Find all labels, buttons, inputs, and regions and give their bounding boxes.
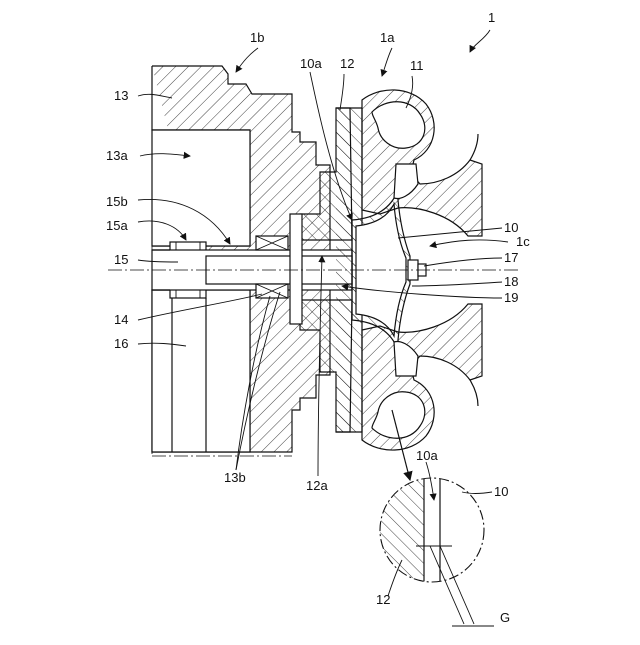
label-13a: 13a (106, 148, 128, 163)
detail-label-10: 10 (494, 484, 508, 499)
label-16: 16 (114, 336, 128, 351)
label-13b: 13b (224, 470, 246, 485)
label-1b: 1b (250, 30, 264, 45)
label-12a: 12a (306, 478, 328, 493)
label-1a: 1a (380, 30, 395, 45)
label-11: 11 (410, 58, 424, 73)
label-1: 1 (488, 10, 495, 25)
label-12: 12 (340, 56, 354, 71)
label-14: 14 (114, 312, 128, 327)
label-17: 17 (504, 250, 518, 265)
label-10: 10 (504, 220, 518, 235)
label-15: 15 (114, 252, 128, 267)
label-15b: 15b (106, 194, 128, 209)
detail-label-12: 12 (376, 592, 390, 607)
label-19: 19 (504, 290, 518, 305)
detail-label-10a: 10a (416, 448, 438, 463)
label-13: 13 (114, 88, 128, 103)
label-10a: 10a (300, 56, 322, 71)
label-15a: 15a (106, 218, 128, 233)
label-1c: 1c (516, 234, 530, 249)
detail-label-G: G (500, 610, 510, 625)
label-18: 18 (504, 274, 518, 289)
